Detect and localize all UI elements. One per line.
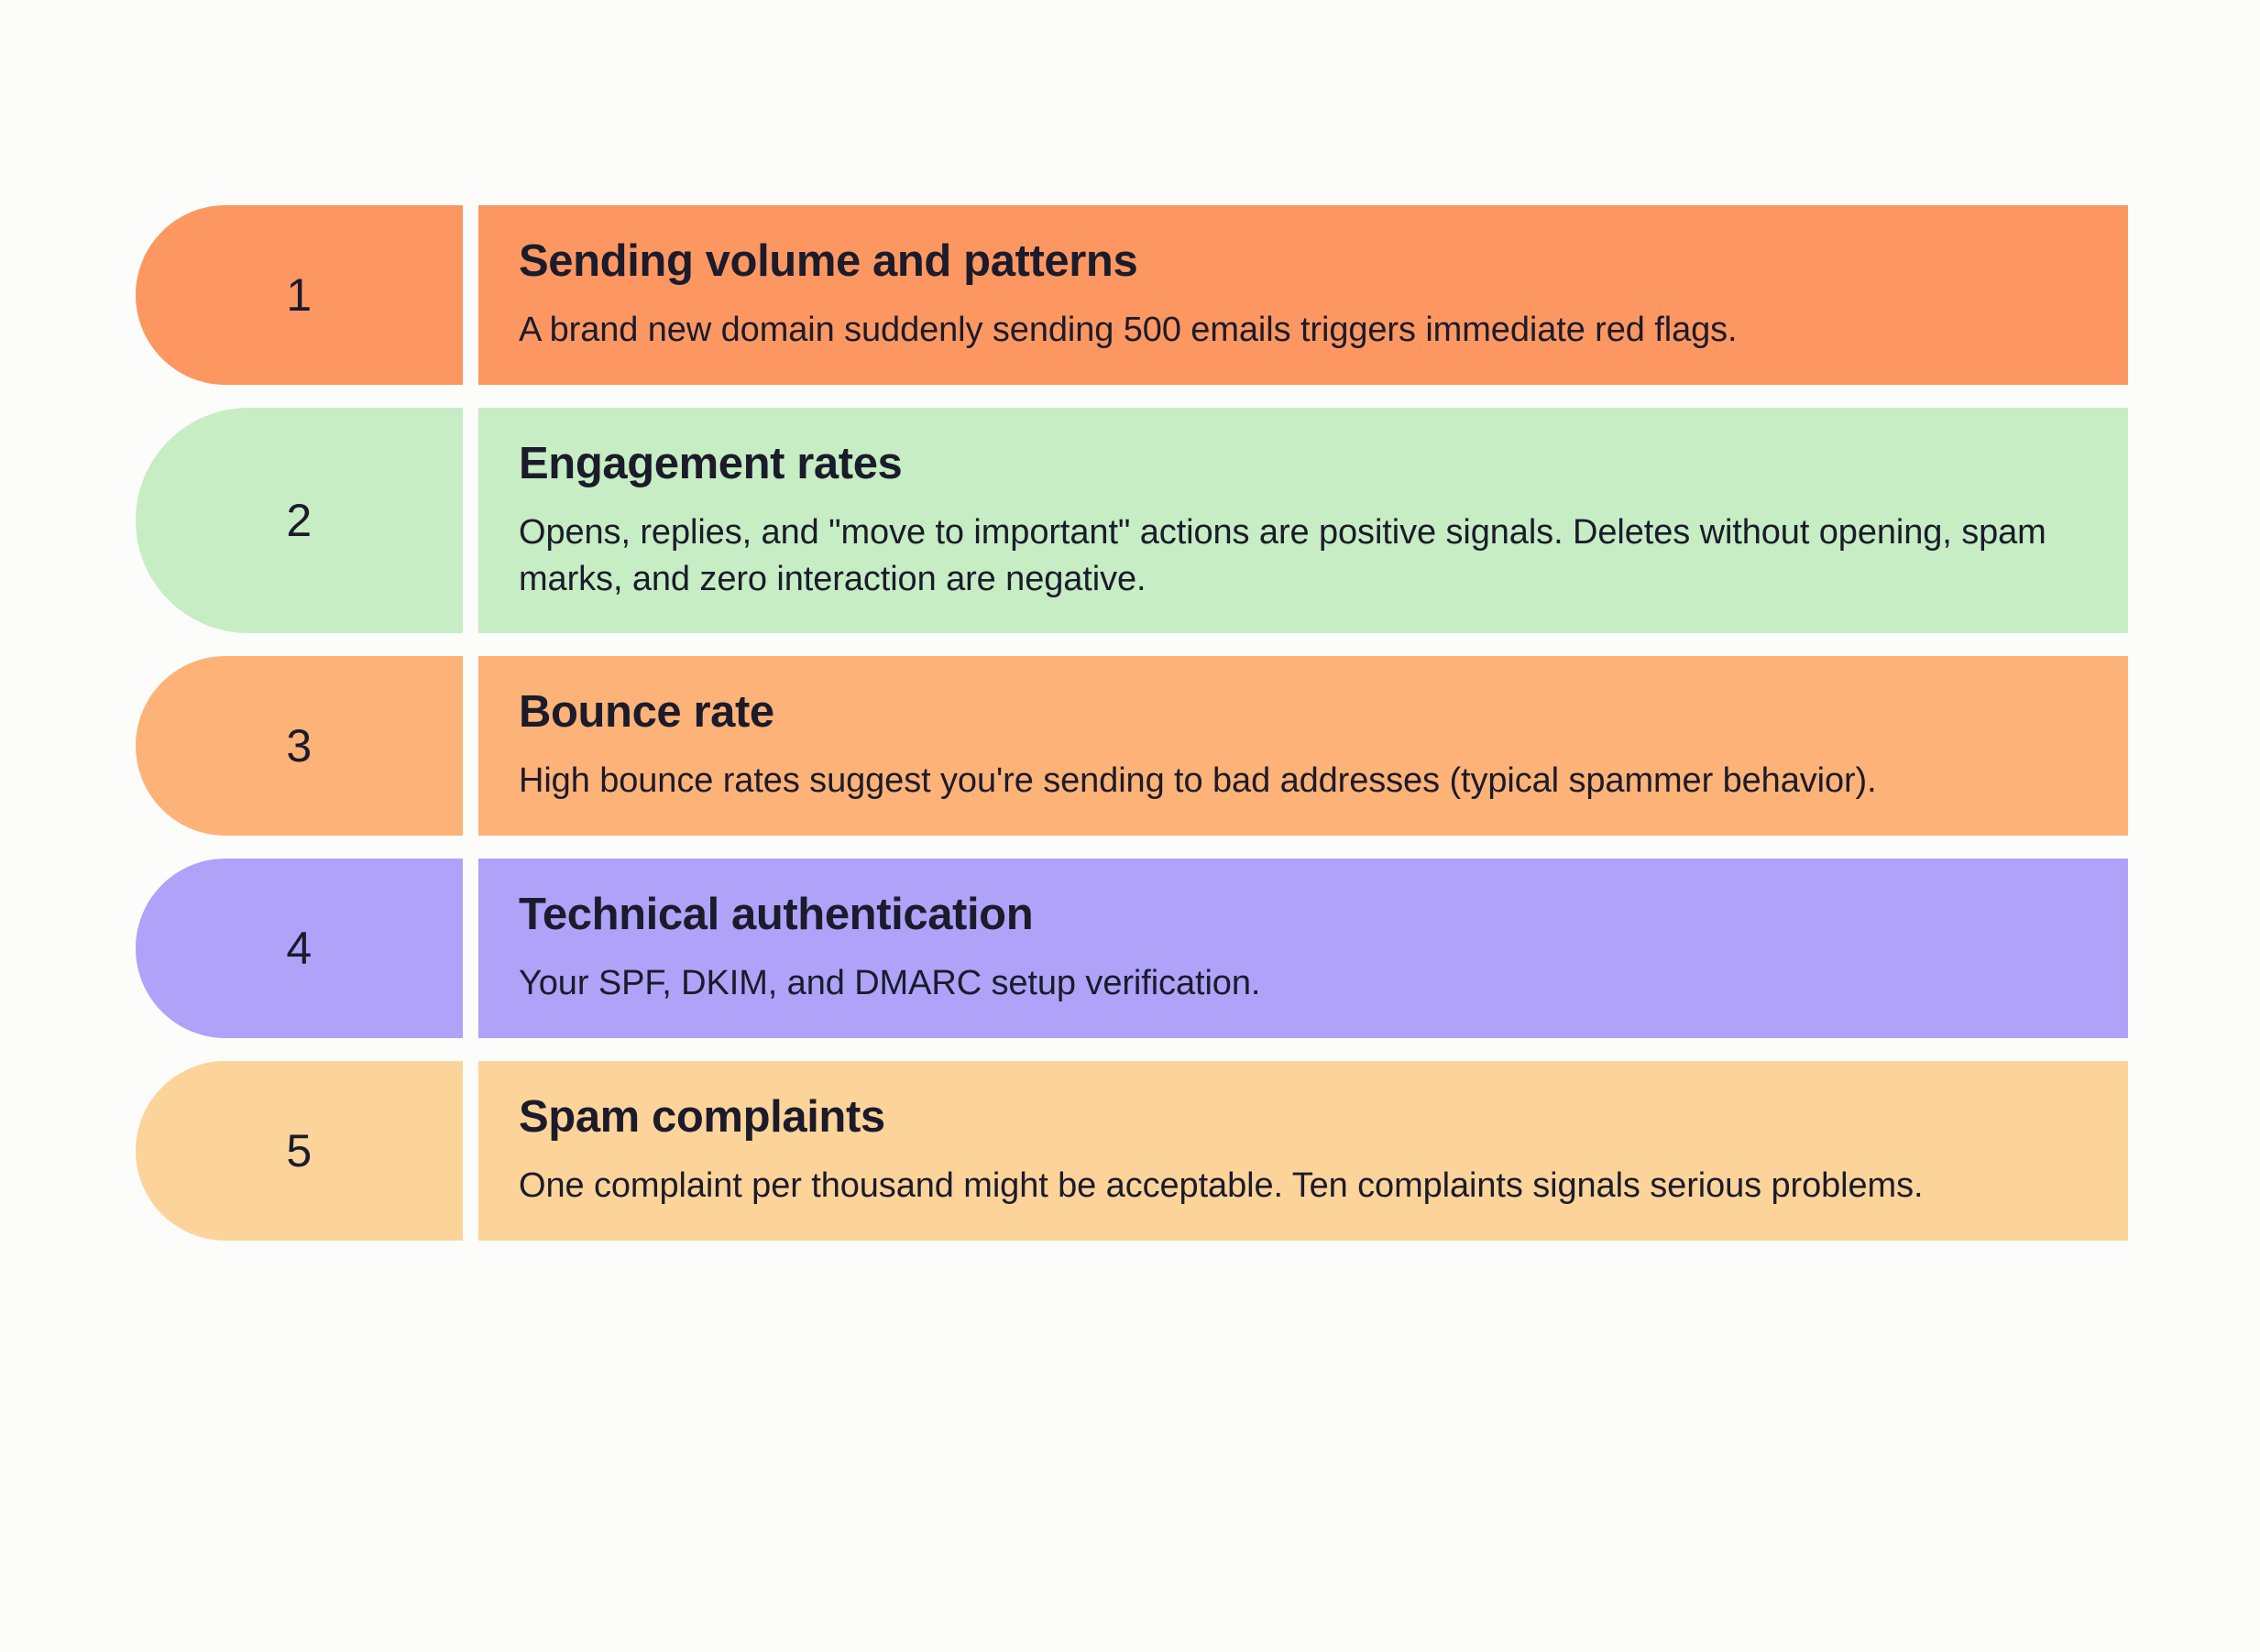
badge-panel-divider [463,408,478,634]
list-item-description: Your SPF, DKIM, and DMARC setup verifica… [519,964,1261,1003]
list-item-panel: Sending volume and patterns A brand new … [478,205,2128,385]
list-item: 1 Sending volume and patterns A brand ne… [136,205,2128,385]
list-item-number-badge: 1 [136,205,463,385]
list-item: 5 Spam complaints One complaint per thou… [136,1061,2128,1241]
list-item-description: Opens, replies, and "move to important" … [519,512,2046,598]
badge-panel-divider [463,859,478,1038]
list-item-number: 2 [286,495,313,547]
list-item-number: 3 [286,720,313,772]
list-item-number-badge: 2 [136,407,463,634]
list-item-panel: Spam complaints One complaint per thousa… [478,1061,2128,1241]
list-item-title: Engagement rates [519,438,903,488]
list-item-panel: Bounce rate High bounce rates suggest yo… [478,656,2128,837]
list-item-title: Sending volume and patterns [519,236,1138,286]
list-item-number-badge: 4 [136,859,463,1039]
badge-panel-divider [463,1061,478,1241]
list-item-title: Bounce rate [519,687,774,738]
list-item-description: One complaint per thousand might be acce… [519,1165,1924,1205]
list-item-number: 5 [286,1124,313,1176]
list-item-number: 4 [286,923,313,975]
list-item: 3 Bounce rate High bounce rates suggest … [136,656,2128,837]
list-item: 2 Engagement rates Opens, replies, and "… [136,407,2128,634]
list-item-number-badge: 3 [136,656,463,837]
list-item-description: High bounce rates suggest you're sending… [519,761,1877,801]
badge-panel-divider [463,656,478,836]
list-item-number: 1 [286,268,313,321]
list-item-panel: Engagement rates Opens, replies, and "mo… [478,407,2128,634]
numbered-list: 1 Sending volume and patterns A brand ne… [136,205,2128,1241]
list-item-description: A brand new domain suddenly sending 500 … [519,310,1738,349]
list-item: 4 Technical authentication Your SPF, DKI… [136,859,2128,1039]
list-item-title: Spam complaints [519,1092,885,1143]
badge-panel-divider [463,205,478,385]
list-item-title: Technical authentication [519,890,1034,940]
list-item-number-badge: 5 [136,1061,463,1241]
list-item-panel: Technical authentication Your SPF, DKIM,… [478,859,2128,1039]
